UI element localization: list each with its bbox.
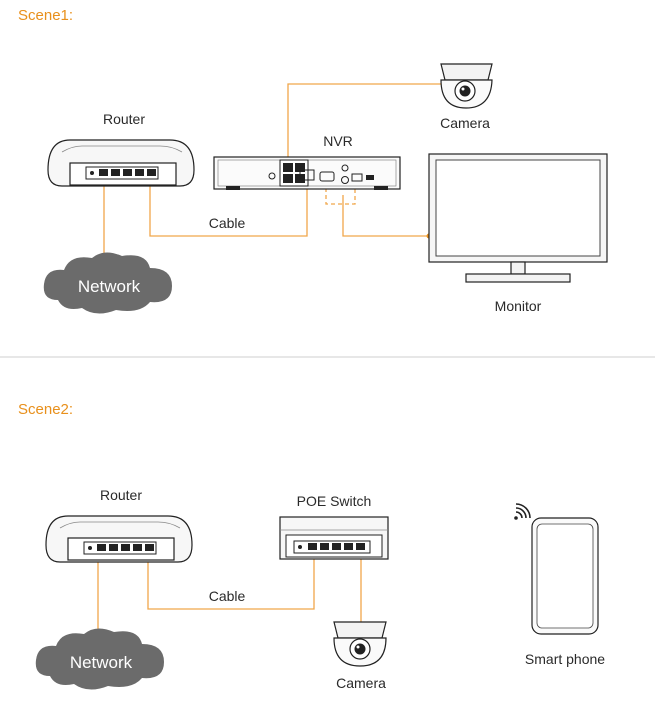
camera-2 <box>333 621 387 667</box>
wire-nvr-output-bracket <box>325 188 356 205</box>
scene2-title: Scene2: <box>18 401 73 418</box>
camera-2-label: Camera <box>336 675 386 691</box>
cable-2-label: Cable <box>209 588 246 604</box>
router-2 <box>45 515 193 563</box>
wire-nvr-monitor <box>342 195 429 237</box>
scene1-title: Scene1: <box>18 7 73 24</box>
wire-router-nvr <box>149 186 308 237</box>
monitor-label: Monitor <box>495 298 542 314</box>
network-cloud-1 <box>43 252 173 314</box>
poe-switch-label: POE Switch <box>297 493 372 509</box>
smart-phone-label: Smart phone <box>525 651 605 667</box>
camera-1 <box>440 63 493 109</box>
nvr <box>213 156 401 190</box>
wire2-router-switch <box>147 558 315 610</box>
router-1 <box>47 139 195 187</box>
cable-1-label: Cable <box>209 215 246 231</box>
wire-nvr-camera <box>287 83 441 157</box>
nvr-label: NVR <box>323 133 353 149</box>
router-1-label: Router <box>103 111 145 127</box>
monitor <box>428 153 608 283</box>
wifi-icon <box>514 503 531 520</box>
network-1-label: Network <box>78 277 141 296</box>
poe-switch <box>279 516 389 560</box>
smart-phone <box>531 517 599 635</box>
scene2-wires <box>97 558 362 636</box>
cloud-shape-1 <box>43 252 173 314</box>
camera-1-label: Camera <box>440 115 490 131</box>
cloud-shape-2 <box>35 628 165 690</box>
network-2-label: Network <box>70 653 133 672</box>
router-2-label: Router <box>100 487 142 503</box>
network-cloud-2 <box>35 628 165 690</box>
